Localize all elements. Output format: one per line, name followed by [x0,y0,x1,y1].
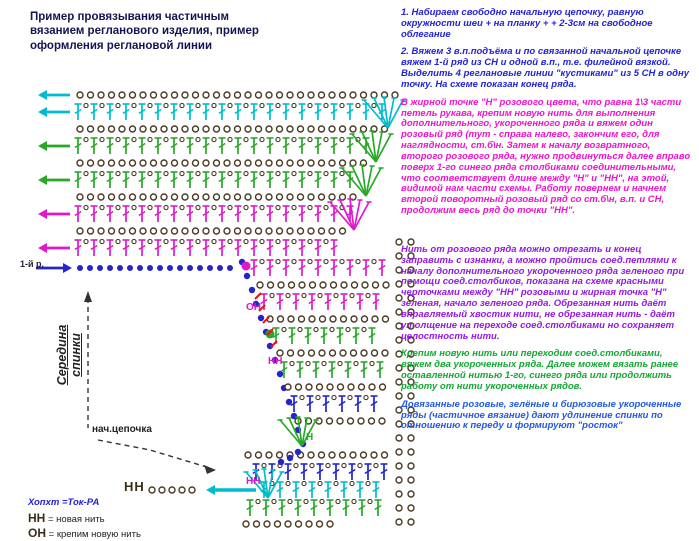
legend-item-new-thread: НН = новая нить [28,511,141,525]
chart-label: Н [306,432,313,443]
instruction-4: Нить от розового ряда можно отрезать и к… [401,243,685,342]
legend-text-nn: = новая нить [47,514,105,525]
instructions-panel: 1. Набираем свободно начальную цепочку, … [401,7,692,439]
legend: Хопхт =Ток-РА НН = новая нить ОН = крепи… [28,497,141,541]
first-row-label: 1-й р. [20,259,45,269]
legend-symbol-on: ОН [28,526,46,540]
legend-symbol-nn: НН [28,511,46,525]
instruction-3: В жирной точке "Н" розового цвета, что р… [401,96,691,217]
chart-label: НН [268,356,282,367]
instruction-2: 2. Вяжем 3 в.п.подъёма и по связанной на… [401,46,690,90]
chart-label: НН [246,476,260,487]
nn-marker-label: НН [124,479,145,494]
middle-back-word-1: Середина [55,324,69,386]
page-title: Пример провязывания частичным вязанием р… [30,11,259,52]
start-chain-label: нач.цепочка [92,424,152,435]
legend-title: Хопхт =Ток-РА [28,497,100,508]
chart-label: ОН [246,302,261,313]
legend-item-attach-thread: ОН = крепим новую нить [28,526,141,540]
instruction-5: Крепим новую нить или переходим соед.сто… [401,348,679,392]
middle-back-word-2: спинки [69,333,83,377]
middle-back-label: Середина спинки [55,299,85,411]
instruction-1: 1. Набираем свободно начальную цепочку, … [401,7,653,40]
instruction-6: Довязанные розовые, зелёные и бирюзовые … [401,398,682,432]
legend-text-on: = крепим новую нить [48,529,141,540]
